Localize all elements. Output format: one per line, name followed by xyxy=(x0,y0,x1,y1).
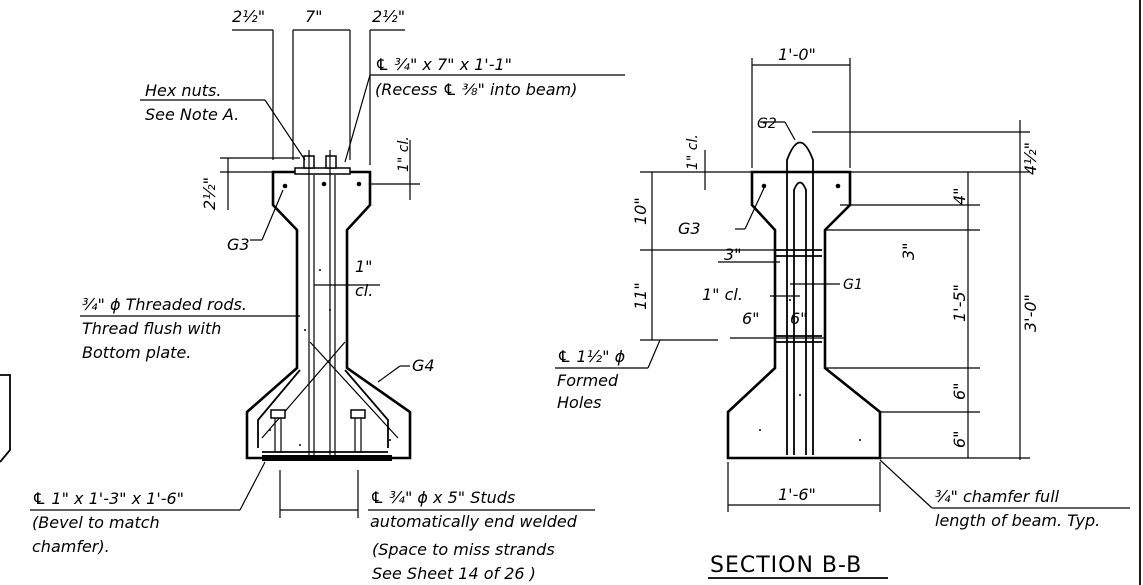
bottom-plate-1: ℄ 1" x 1'-3" x 1'-6" xyxy=(32,489,184,508)
bottom-plate-2: (Bevel to match xyxy=(32,513,160,532)
left-beam-outline xyxy=(245,170,412,460)
g2-stirrup xyxy=(786,141,814,455)
right-dim-bottom: 1'-6" xyxy=(778,485,816,504)
left-clear-top: 1" cl. xyxy=(396,136,412,172)
right-dim-11: 11" xyxy=(631,282,650,310)
rods-1: ¾" ϕ Threaded rods. xyxy=(82,295,247,314)
right-clear-top: 1" cl. xyxy=(685,134,701,170)
left-frame-edge xyxy=(0,374,11,463)
right-dim-3-0: 3'-0" xyxy=(1021,294,1040,332)
chamfer-1: ¾" chamfer full xyxy=(935,487,1060,506)
holes-1: ℄ 1½" ϕ xyxy=(557,347,626,366)
left-dim-top-a: 2½" xyxy=(232,7,265,26)
stud-left xyxy=(270,409,286,419)
plate-callout-2: (Recess ℄ ⅜" into beam) xyxy=(375,80,577,99)
right-dim-6b: 6" xyxy=(790,309,808,328)
holes-2: Formed xyxy=(557,371,619,390)
right-dim-4: 4" xyxy=(950,187,969,205)
hex-nuts-2: See Note A. xyxy=(145,105,239,124)
holes-3: Holes xyxy=(557,393,601,412)
studs-3: (Space to miss strands xyxy=(372,540,555,559)
bottom-plate-3: chamfer). xyxy=(32,537,110,556)
studs-4: See Sheet 14 of 26 ) xyxy=(372,564,536,583)
left-beam-section xyxy=(0,29,625,518)
hex-nuts-1: Hex nuts. xyxy=(145,81,221,100)
right-dim-6a: 6" xyxy=(742,309,760,328)
left-dim-side: 2½" xyxy=(200,177,219,210)
left-clear-mid-1: 1" xyxy=(355,257,373,276)
right-g2-label: G2 xyxy=(757,116,777,132)
right-dim-6d: 6" xyxy=(950,430,969,448)
rods-3: Bottom plate. xyxy=(82,343,191,362)
studs-1: ℄ ¾" ϕ x 5" Studs xyxy=(370,488,515,507)
right-dim-4-5: 4½" xyxy=(1021,142,1040,175)
hex-nut-right xyxy=(325,155,337,169)
right-dim-3a: 3" xyxy=(899,242,918,260)
left-g3-label: G3 xyxy=(227,235,250,254)
right-g3-label: G3 xyxy=(678,219,701,238)
right-dim-top: 1'-0" xyxy=(778,45,816,64)
right-dim-6c: 6" xyxy=(950,382,969,400)
right-clear-mid: 1" cl. xyxy=(702,285,743,304)
top-plate xyxy=(294,167,351,175)
right-beam-section xyxy=(555,0,1141,585)
right-dim-10: 10" xyxy=(631,197,650,225)
right-dim-1-5: 1'-5" xyxy=(950,284,969,322)
g4-rebar xyxy=(257,369,389,448)
right-g1-label: G1 xyxy=(843,277,863,293)
section-title: SECTION B-B xyxy=(710,553,862,578)
chamfer-2: length of beam. Typ. xyxy=(935,511,1100,530)
studs-2: automatically end welded xyxy=(370,512,578,531)
bottom-plate xyxy=(262,455,392,461)
left-g4-label: G4 xyxy=(412,356,435,375)
left-dim-top-b: 7" xyxy=(305,7,323,26)
left-clear-mid-2: cl. xyxy=(355,281,373,300)
stud-right xyxy=(350,409,366,419)
right-dim-3b: 3" xyxy=(724,245,742,264)
rods-2: Thread flush with xyxy=(82,319,221,338)
left-dim-top-c: 2½" xyxy=(372,7,405,26)
plate-callout-1: ℄ ¾" x 7" x 1'-1" xyxy=(375,55,512,74)
